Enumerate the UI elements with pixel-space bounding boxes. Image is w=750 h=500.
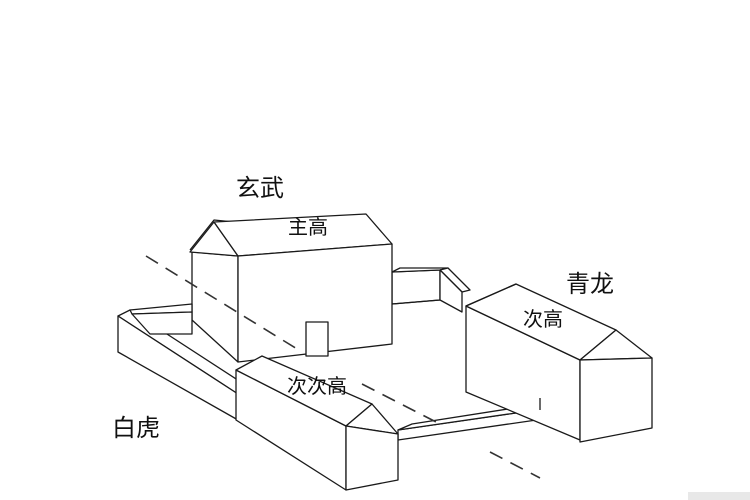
label-qinglong: 青龙 (566, 270, 614, 298)
front-house (235, 355, 399, 491)
label-third-height: 次次高 (287, 374, 347, 398)
main-house (189, 213, 393, 363)
label-xuanwu: 玄武 (236, 174, 284, 202)
back-right-wall (391, 267, 471, 313)
label-second-height: 次高 (523, 307, 563, 331)
label-main-height: 主高 (288, 215, 328, 239)
central-axis (145, 255, 541, 479)
right-house (465, 283, 653, 443)
label-baihu: 白虎 (112, 414, 160, 442)
courtyard-inner-lines (391, 299, 541, 410)
corner-watermark-bar (688, 492, 750, 500)
